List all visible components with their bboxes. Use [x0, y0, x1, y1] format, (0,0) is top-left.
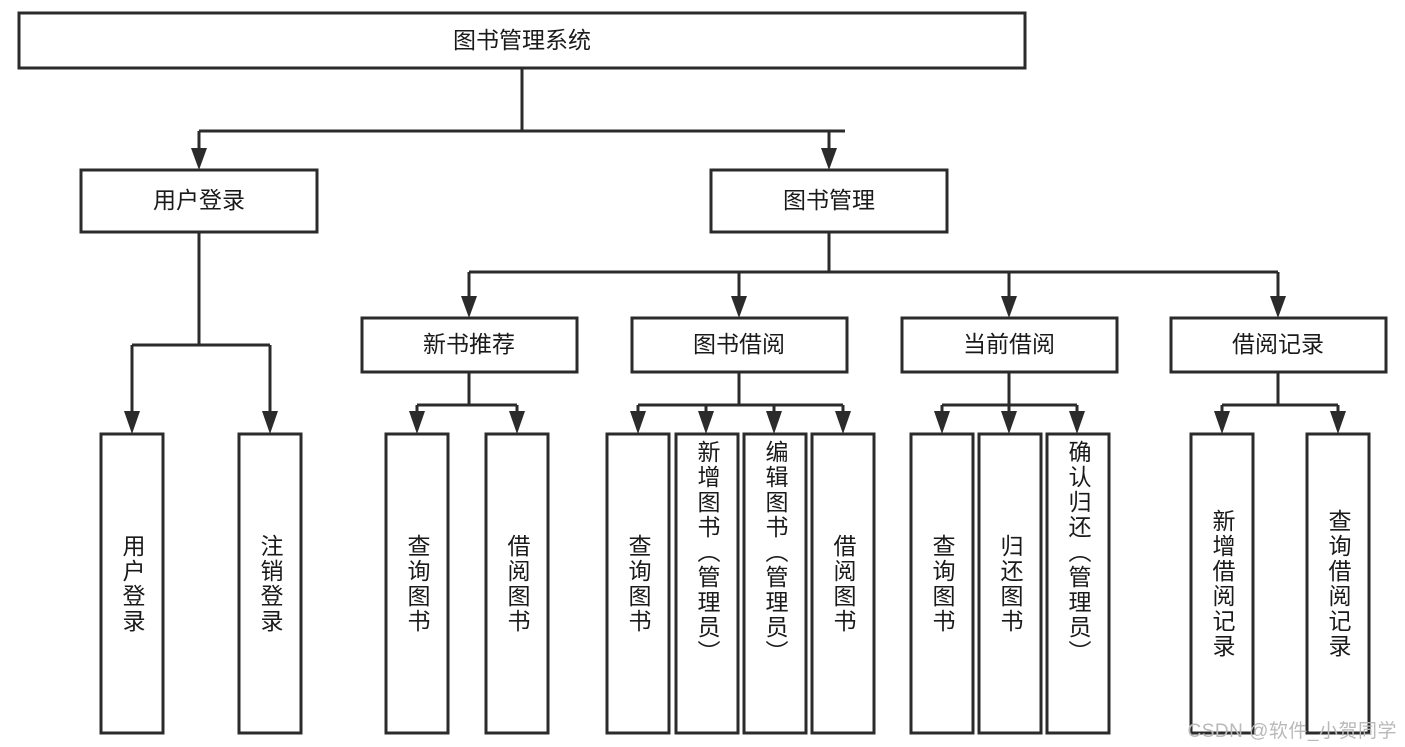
arrow-head-icon	[1330, 411, 1346, 434]
edges-borrow-record-to-leaves	[1214, 372, 1346, 434]
node-book-manage-label: 图书管理	[783, 187, 875, 213]
node-book-manage[interactable]: 图书管理	[709, 168, 949, 234]
node-borrow-record-box[interactable]	[1169, 316, 1388, 374]
edges-new-book-rec-to-leaves	[409, 372, 525, 434]
arrow-head-icon	[1001, 411, 1017, 434]
node-leaf-10-box[interactable]	[977, 432, 1043, 735]
node-leaf-3-box[interactable]	[384, 432, 450, 735]
node-current-borrow-label: 当前借阅	[963, 331, 1055, 357]
node-leaf-8-box[interactable]	[810, 432, 876, 735]
node-leaf-7-box[interactable]	[742, 432, 808, 735]
arrow-head-icon	[766, 411, 782, 434]
arrow-head-icon	[934, 411, 950, 434]
node-new-book-rec[interactable]: 新书推荐	[360, 316, 579, 374]
arrow-head-icon	[191, 148, 207, 170]
node-leaf-1-box[interactable]	[99, 432, 165, 735]
node-root-label: 图书管理系统	[453, 27, 591, 53]
edges-root-to-level2	[191, 68, 845, 170]
edges-book-manage-to-level3	[461, 232, 1286, 318]
node-leaf-2-box[interactable]	[237, 432, 303, 735]
node-current-borrow[interactable]: 当前借阅	[900, 316, 1119, 374]
node-user-login-box[interactable]	[79, 168, 319, 234]
arrow-head-icon	[124, 411, 140, 434]
edges-book-borrow-to-leaves	[630, 372, 851, 434]
arrow-head-icon	[821, 148, 837, 170]
edges-user-login-to-leaves	[124, 232, 278, 434]
arrow-head-icon	[731, 296, 747, 318]
node-leaf-13-box[interactable]	[1305, 432, 1371, 735]
arrow-head-icon	[1214, 411, 1230, 434]
arrow-head-icon	[262, 411, 278, 434]
arrow-head-icon	[630, 411, 646, 434]
node-leaf-4-box[interactable]	[484, 432, 550, 735]
leaf-boxes	[99, 432, 1371, 735]
arrow-head-icon	[509, 411, 525, 434]
node-borrow-record-label: 借阅记录	[1232, 331, 1324, 357]
edges-current-borrow-to-leaves	[934, 372, 1085, 434]
node-leaf-11-box[interactable]	[1045, 432, 1111, 735]
node-book-borrow[interactable]: 图书借阅	[630, 316, 849, 374]
node-book-borrow-box[interactable]	[630, 316, 849, 374]
node-book-manage-box[interactable]	[709, 168, 949, 234]
node-user-login[interactable]: 用户登录	[79, 168, 319, 234]
node-current-borrow-box[interactable]	[900, 316, 1119, 374]
node-user-login-label: 用户登录	[153, 187, 245, 213]
node-borrow-record[interactable]: 借阅记录	[1169, 316, 1388, 374]
arrow-head-icon	[1069, 411, 1085, 434]
node-new-book-rec-box[interactable]	[360, 316, 579, 374]
arrow-head-icon	[1001, 296, 1017, 318]
csdn-watermark: CSDN @软件_小贺同学	[1187, 721, 1397, 742]
arrow-head-icon	[1270, 296, 1286, 318]
arrow-head-icon	[409, 411, 425, 434]
node-leaf-12-box[interactable]	[1189, 432, 1255, 735]
node-root[interactable]: 图书管理系统	[17, 11, 1027, 70]
arrow-head-icon	[698, 411, 714, 434]
node-root-box[interactable]	[17, 11, 1027, 70]
node-leaf-9-box[interactable]	[909, 432, 975, 735]
arrow-head-icon	[835, 411, 851, 434]
node-new-book-rec-label: 新书推荐	[423, 331, 515, 357]
arrow-head-icon	[461, 296, 477, 318]
node-leaf-6-box[interactable]	[674, 432, 740, 735]
node-leaf-5-box[interactable]	[605, 432, 671, 735]
node-book-borrow-label: 图书借阅	[693, 331, 785, 357]
